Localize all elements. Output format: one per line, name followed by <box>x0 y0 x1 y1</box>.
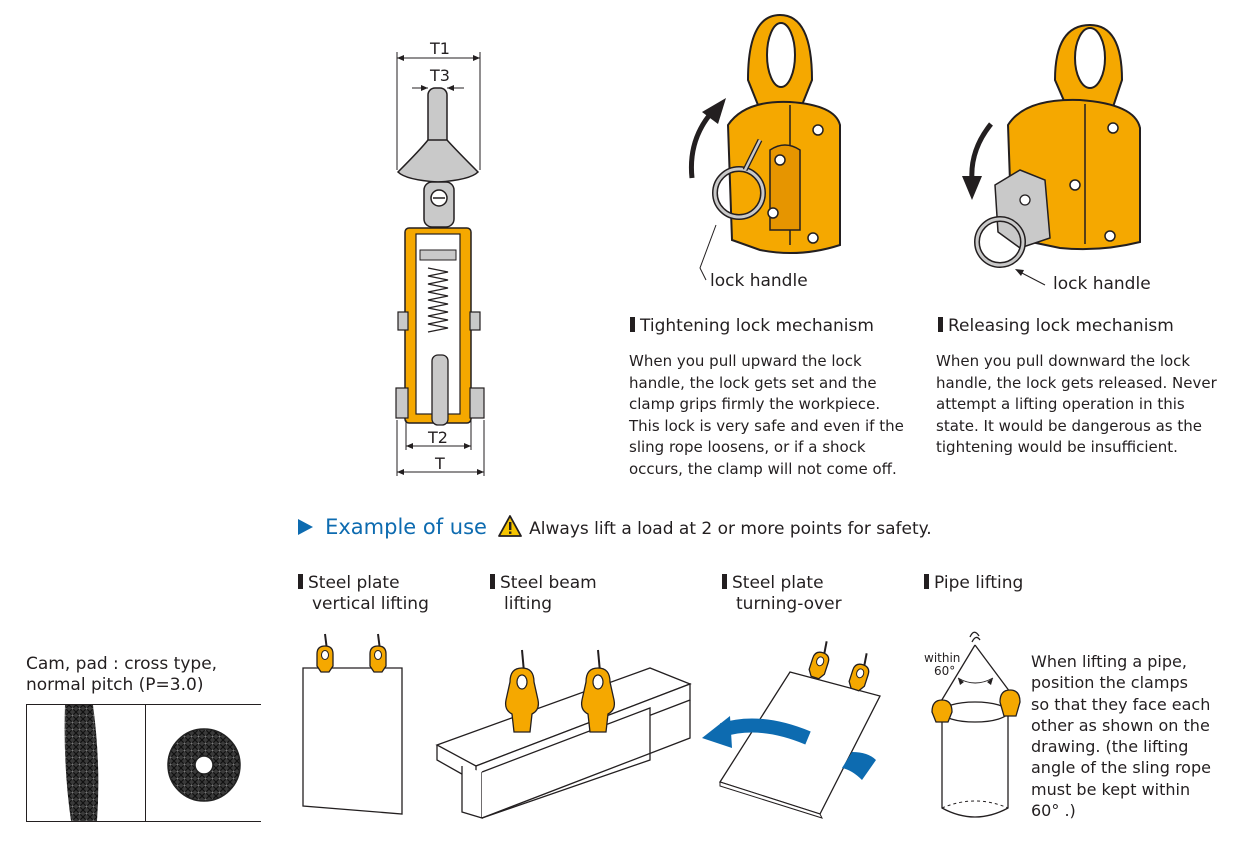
releasing-title: Releasing lock mechanism <box>948 316 1174 336</box>
use-heading-turning: Steel plate turning-over <box>722 573 892 615</box>
dim-t3-label: T3 <box>430 66 450 85</box>
cam-pad-label: Cam, pad : cross type, normal pitch (P=3… <box>26 654 217 696</box>
example-title: Example of use <box>325 515 487 539</box>
use-line1: Steel plate <box>732 573 824 593</box>
warning-text: Always lift a load at 2 or more points f… <box>529 519 932 539</box>
tightening-title: Tightening lock mechanism <box>640 316 874 336</box>
lock-handle-callout-1: lock handle <box>710 271 808 291</box>
cam-pattern-photo <box>27 705 144 821</box>
use-line1: Steel beam <box>500 573 597 593</box>
tightening-heading: Tightening lock mechanism <box>630 316 874 336</box>
use-line2: lifting <box>504 594 553 614</box>
dim-t1-label: T1 <box>430 39 450 58</box>
warning-triangle-icon <box>498 515 522 537</box>
cam-photo-divider <box>145 705 146 821</box>
pad-pattern-photo <box>146 705 262 821</box>
heading-bar <box>938 317 943 332</box>
dim-t-label: T <box>435 454 445 473</box>
tightening-description: When you pull upward the lock handle, th… <box>629 352 904 478</box>
use-line1: Pipe lifting <box>934 573 1024 593</box>
use-line1: Steel plate <box>308 573 400 593</box>
use-line2: turning-over <box>736 594 842 614</box>
use-heading-beam: Steel beam lifting <box>490 573 660 615</box>
pipe-angle-within: within <box>924 651 961 665</box>
example-of-use-header: Example of use Always lift a load at 2 o… <box>298 515 932 539</box>
pipe-note: When lifting a pipe, position the clamps… <box>1031 652 1211 821</box>
heading-bar <box>924 574 929 589</box>
play-triangle-icon <box>298 519 313 535</box>
cam-pad-photo-box <box>26 704 262 822</box>
cam-line2: normal pitch (P=3.0) <box>26 675 204 695</box>
use-heading-pipe: Pipe lifting <box>924 573 1094 594</box>
releasing-description: When you pull downward the lock handle, … <box>936 352 1217 456</box>
use-heading-vertical: Steel plate vertical lifting <box>298 573 468 615</box>
heading-bar <box>298 574 303 589</box>
releasing-heading: Releasing lock mechanism <box>938 316 1174 336</box>
heading-bar <box>490 574 495 589</box>
pipe-angle-60: 60° <box>934 664 956 678</box>
lock-handle-callout-2: lock handle <box>1053 274 1151 294</box>
heading-bar <box>722 574 727 589</box>
heading-bar <box>630 317 635 332</box>
dim-t2-label: T2 <box>428 428 448 447</box>
cam-line1: Cam, pad : cross type, <box>26 654 218 674</box>
use-line2: vertical lifting <box>312 594 429 614</box>
